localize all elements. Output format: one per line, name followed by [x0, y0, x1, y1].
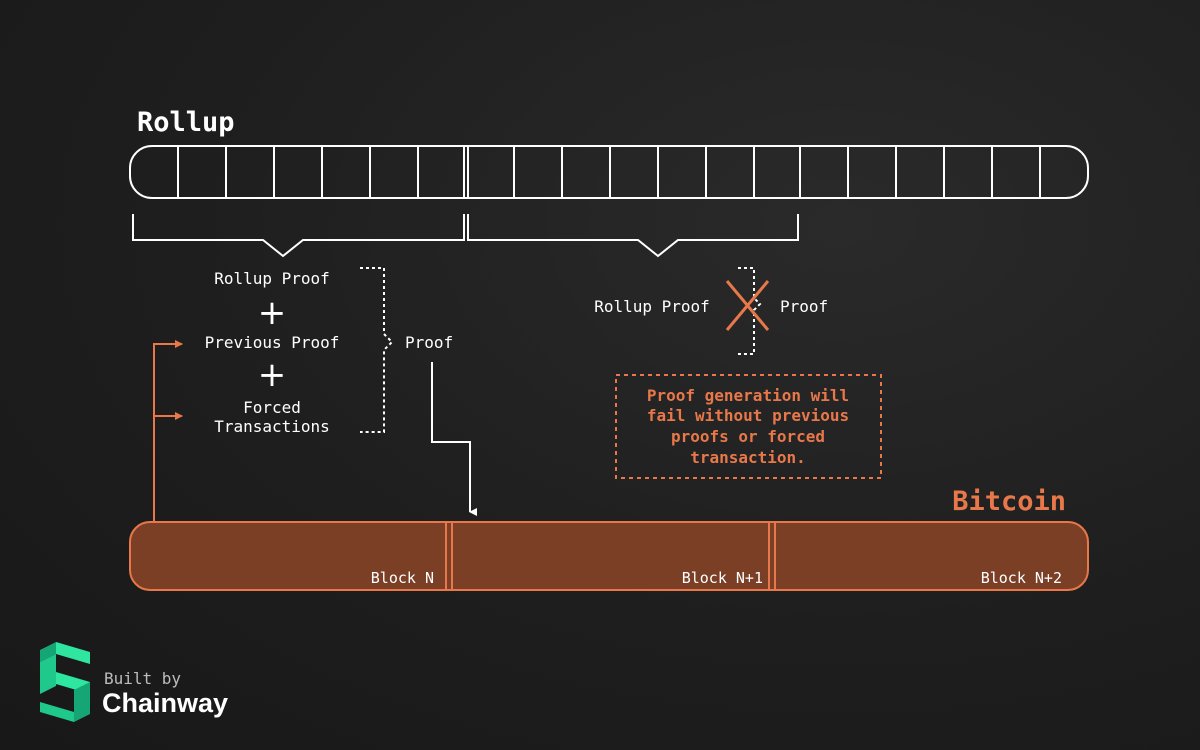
block-label-n2: Block N+2: [981, 569, 1062, 587]
warning-line: fail without previous: [647, 406, 849, 425]
left-forced-label-line2: Transactions: [214, 417, 330, 436]
rollup-cells: [177, 147, 1041, 197]
plus-icon: +: [258, 355, 287, 395]
built-by-label: Built by: [104, 669, 182, 688]
rollup-title: Rollup: [137, 107, 235, 138]
block-label-n: Block N: [371, 569, 434, 587]
rollup-bar: [129, 145, 1089, 199]
block-label-n1: Block N+1: [682, 569, 763, 587]
right-combine-bracket: [738, 267, 762, 355]
previous-proof-feedback-arrow: [153, 340, 183, 522]
warning-line: transaction.: [690, 448, 806, 467]
chainway-logo-icon: [40, 642, 90, 722]
left-combine-bracket: [360, 267, 394, 433]
bitcoin-title: Bitcoin: [952, 486, 1066, 517]
bitcoin-chain-bar: [129, 521, 1089, 591]
brand-name: Chainway: [102, 688, 229, 718]
warning-line: proofs or forced: [671, 427, 825, 446]
right-batch-brace: [467, 214, 799, 258]
left-previous-proof-label: Previous Proof: [205, 333, 340, 352]
left-proof-result-label: Proof: [405, 333, 453, 352]
left-forced-label-line1: Forced: [243, 398, 301, 417]
warning-line: Proof generation will: [647, 386, 849, 405]
right-rollup-proof-label: Rollup Proof: [594, 297, 710, 316]
plus-icon: +: [258, 293, 287, 333]
proof-submit-arrow: [431, 362, 477, 516]
right-proof-result-label: Proof: [780, 297, 828, 316]
fail-x-icon: [725, 280, 770, 331]
left-rollup-proof-label: Rollup Proof: [214, 269, 330, 288]
left-batch-brace: [132, 214, 465, 258]
